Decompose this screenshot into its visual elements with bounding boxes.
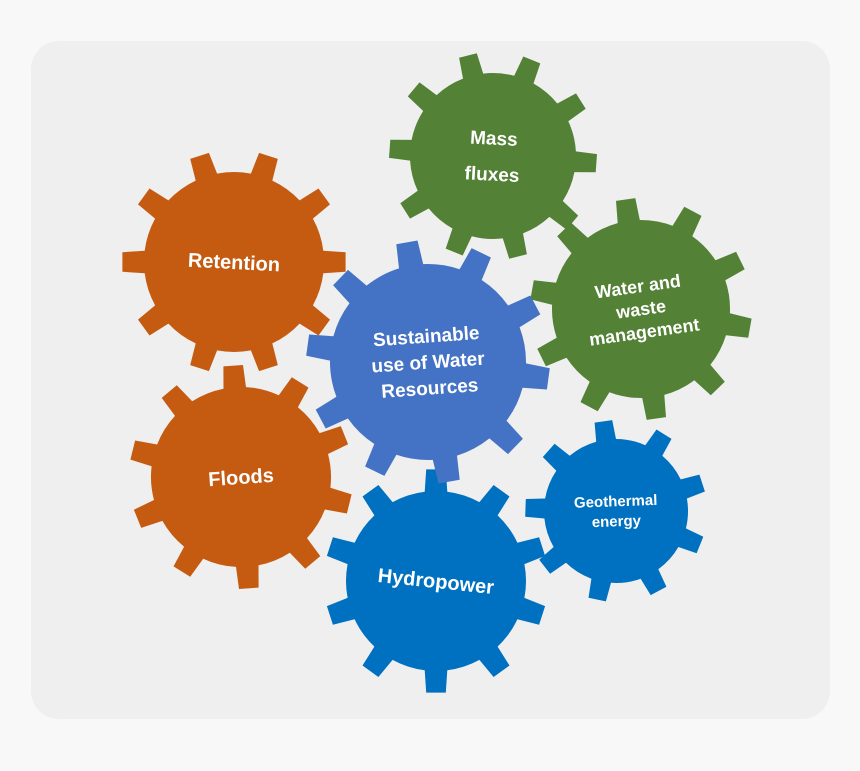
- gear-label-line: Floods: [208, 465, 275, 492]
- gear-shape-hydropower: [326, 469, 546, 693]
- gear-label-geothermal: Geothermalenergy: [574, 492, 659, 532]
- gear-label-center: Sustainableuse of WaterResources: [369, 323, 488, 404]
- gear-label-retention: Retention: [187, 250, 280, 277]
- gear-hydropower: Hydropower: [326, 469, 546, 693]
- gear-shape-geothermal: [525, 420, 705, 602]
- gear-label-line: Geothermal: [574, 492, 658, 512]
- gear-water-waste: Water andwastemanagement: [530, 198, 752, 420]
- gear-center: Sustainableuse of WaterResources: [306, 240, 550, 484]
- gear-shape-center: [306, 240, 550, 484]
- gear-shape-floods: [130, 365, 352, 589]
- gear-shape-retention: [122, 152, 346, 372]
- gear-label-line: energy: [591, 512, 641, 531]
- gear-floods: Floods: [130, 365, 352, 589]
- gear-shape-mass-fluxes: [389, 53, 597, 259]
- gear-retention: Retention: [122, 152, 346, 372]
- gear-label-line: Retention: [187, 250, 280, 277]
- gear-geothermal: Geothermalenergy: [525, 420, 705, 602]
- gear-label-line: fluxes: [464, 163, 520, 187]
- gear-mass-fluxes: Mass fluxes: [389, 53, 597, 259]
- gear-label-floods: Floods: [208, 465, 275, 492]
- gear-shape-water-waste: [530, 198, 752, 420]
- gear-label-mass-fluxes: Mass fluxes: [464, 127, 522, 187]
- gear-label-line: Mass: [470, 127, 519, 150]
